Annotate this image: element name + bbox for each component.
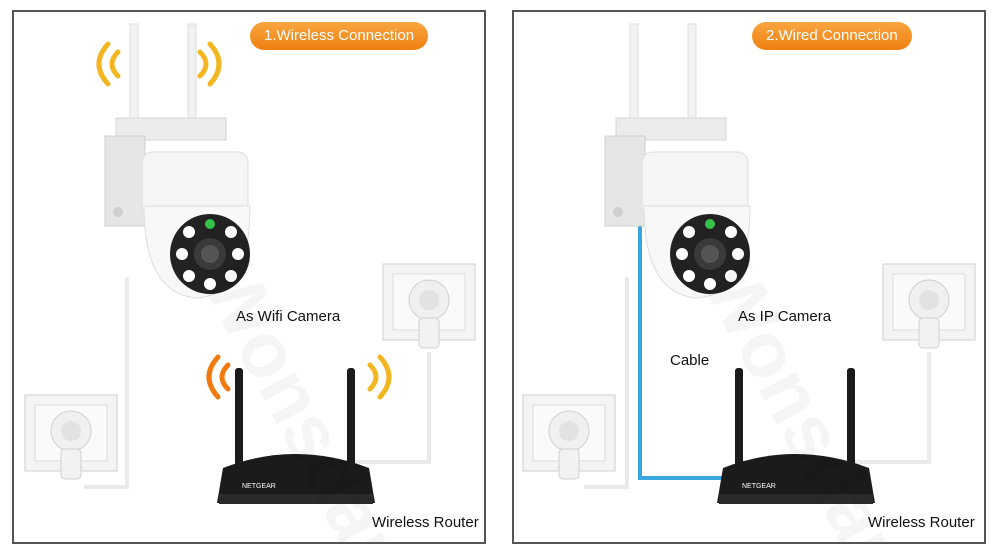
router-brand-text: NETGEAR — [742, 483, 776, 490]
wireless-connection-panel: NETGEAR 1.Wireless Connection As Wifi Ca… — [12, 10, 486, 544]
router-socket-icon — [882, 263, 976, 349]
wifi-camera-label: As Wifi Camera — [236, 308, 341, 325]
wireless-router-label: Wireless Router — [372, 514, 479, 531]
ip-camera-label: As IP Camera — [738, 308, 832, 325]
router-power-cable — [844, 352, 931, 464]
camera-icon — [604, 23, 751, 299]
camera-signal-left-icon — [99, 44, 118, 84]
router-brand-text: NETGEAR — [242, 483, 276, 490]
wired-title-badge: 2.Wired Connection — [752, 22, 912, 50]
wired-connection-panel: NETGEAR 2.Wired Connection As IP Camera … — [512, 10, 986, 544]
wireless-title-badge: 1.Wireless Connection — [250, 22, 429, 50]
wireless-diagram: NETGEAR — [24, 23, 476, 504]
camera-socket-icon — [522, 394, 616, 480]
camera-icon — [104, 23, 251, 299]
wired-diagram: NETGEAR — [522, 23, 976, 504]
router-socket-icon — [382, 263, 476, 349]
camera-signal-right-icon — [200, 44, 219, 84]
router-power-cable — [344, 352, 431, 464]
ethernet-cable — [638, 198, 734, 480]
wireless-router-label: Wireless Router — [868, 514, 975, 531]
cable-label: Cable — [670, 352, 710, 369]
camera-power-cable — [84, 277, 129, 489]
camera-power-cable — [584, 277, 629, 489]
router-signal-right-icon — [370, 357, 389, 397]
camera-socket-icon — [24, 394, 118, 480]
